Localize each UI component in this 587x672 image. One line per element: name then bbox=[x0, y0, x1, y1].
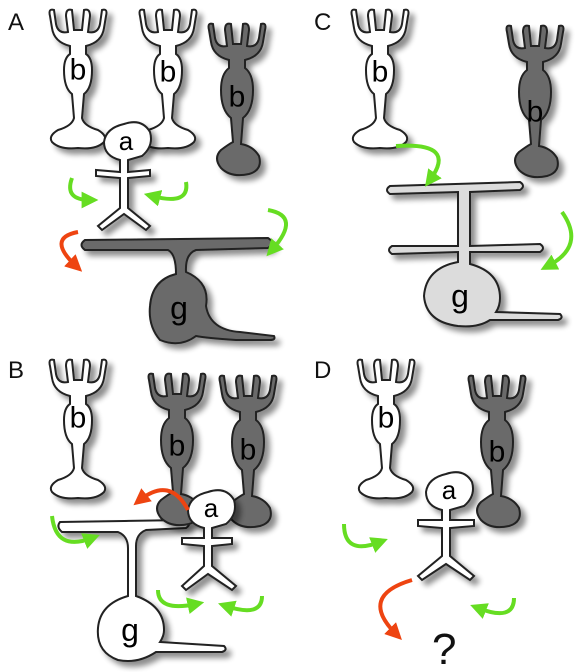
bipolar-label: b bbox=[240, 434, 257, 467]
excitatory-arrow bbox=[218, 595, 264, 617]
excitatory-arrow bbox=[395, 143, 442, 187]
ganglion-label: g bbox=[451, 278, 469, 314]
excitatory-arrow bbox=[156, 589, 205, 614]
amacrine-label: a bbox=[204, 493, 219, 523]
amacrine-cell bbox=[416, 471, 476, 582]
panel-letter-c: C bbox=[314, 9, 331, 36]
bipolar-label: b bbox=[160, 56, 177, 89]
panel-c: C b b g bbox=[314, 4, 574, 328]
bipolar-label: b bbox=[527, 96, 544, 129]
off-ganglion-cell bbox=[57, 518, 227, 662]
ganglion-label: g bbox=[170, 290, 188, 326]
inhibitory-arrow bbox=[378, 578, 413, 640]
unknown-output-mark: ? bbox=[432, 625, 456, 672]
ganglion-label: g bbox=[121, 612, 139, 648]
panel-d: D b b a ? bbox=[314, 354, 527, 672]
bipolar-label: b bbox=[70, 402, 87, 435]
on-ganglion-cell bbox=[80, 236, 276, 345]
inhibitory-arrow bbox=[133, 488, 190, 511]
inhibitory-arrow bbox=[59, 230, 83, 272]
panel-letter-d: D bbox=[314, 357, 331, 384]
panel-letter-b: B bbox=[8, 357, 24, 384]
bipolar-label: b bbox=[489, 436, 506, 469]
bipolar-label: b bbox=[70, 54, 87, 87]
amacrine-label: a bbox=[119, 126, 134, 156]
excitatory-arrow bbox=[68, 177, 99, 209]
excitatory-arrow bbox=[470, 597, 516, 619]
excitatory-arrow bbox=[342, 523, 388, 553]
panel-letter-a: A bbox=[8, 9, 24, 36]
excitatory-arrow bbox=[143, 181, 189, 207]
bipolar-label: b bbox=[229, 81, 246, 114]
panel-b: B b g b b a bbox=[8, 354, 278, 662]
bipolar-label: b bbox=[169, 430, 186, 463]
amacrine-label: a bbox=[442, 475, 457, 505]
bipolar-label: b bbox=[378, 402, 395, 435]
bipolar-label: b bbox=[372, 56, 389, 89]
off-ganglion-cell bbox=[386, 180, 563, 328]
panel-a: A b b b g a bbox=[8, 4, 289, 345]
excitatory-arrow bbox=[540, 210, 574, 270]
excitatory-arrow bbox=[50, 515, 100, 549]
excitatory-arrow bbox=[266, 208, 289, 257]
amacrine-cell bbox=[95, 121, 152, 232]
